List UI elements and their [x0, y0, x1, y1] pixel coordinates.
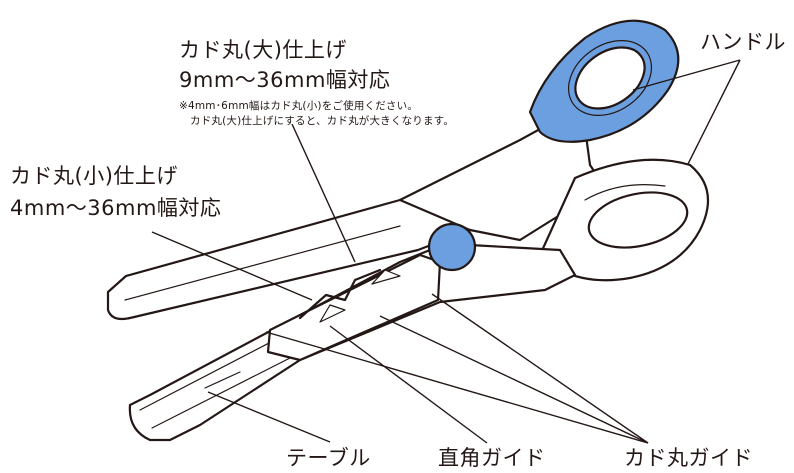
- table-guide: [204, 253, 442, 389]
- table-label: テーブル: [286, 446, 371, 470]
- small-round-range: 4mm〜36mm幅対応: [10, 196, 222, 220]
- round-corner-guide-label: カド丸ガイド: [624, 446, 753, 470]
- leader-lines: [151, 59, 741, 444]
- note-line-1: ※4mm･6mm幅はカド丸(小)をご使用ください。: [179, 100, 419, 112]
- small-round-title: カド丸(小)仕上げ: [10, 164, 178, 188]
- large-round-title: カド丸(大)仕上げ: [179, 38, 347, 62]
- large-round-range: 9mm〜36mm幅対応: [179, 68, 391, 92]
- lower-handle-loop: [538, 158, 710, 282]
- pivot-screw: [427, 222, 477, 272]
- top-handle-ring: [528, 19, 680, 143]
- handle-label: ハンドル: [700, 30, 786, 54]
- right-angle-guide-label: 直角ガイド: [438, 446, 546, 470]
- note-line-2: カド丸(大)仕上げにすると、カド丸が大きくなります。: [190, 115, 455, 127]
